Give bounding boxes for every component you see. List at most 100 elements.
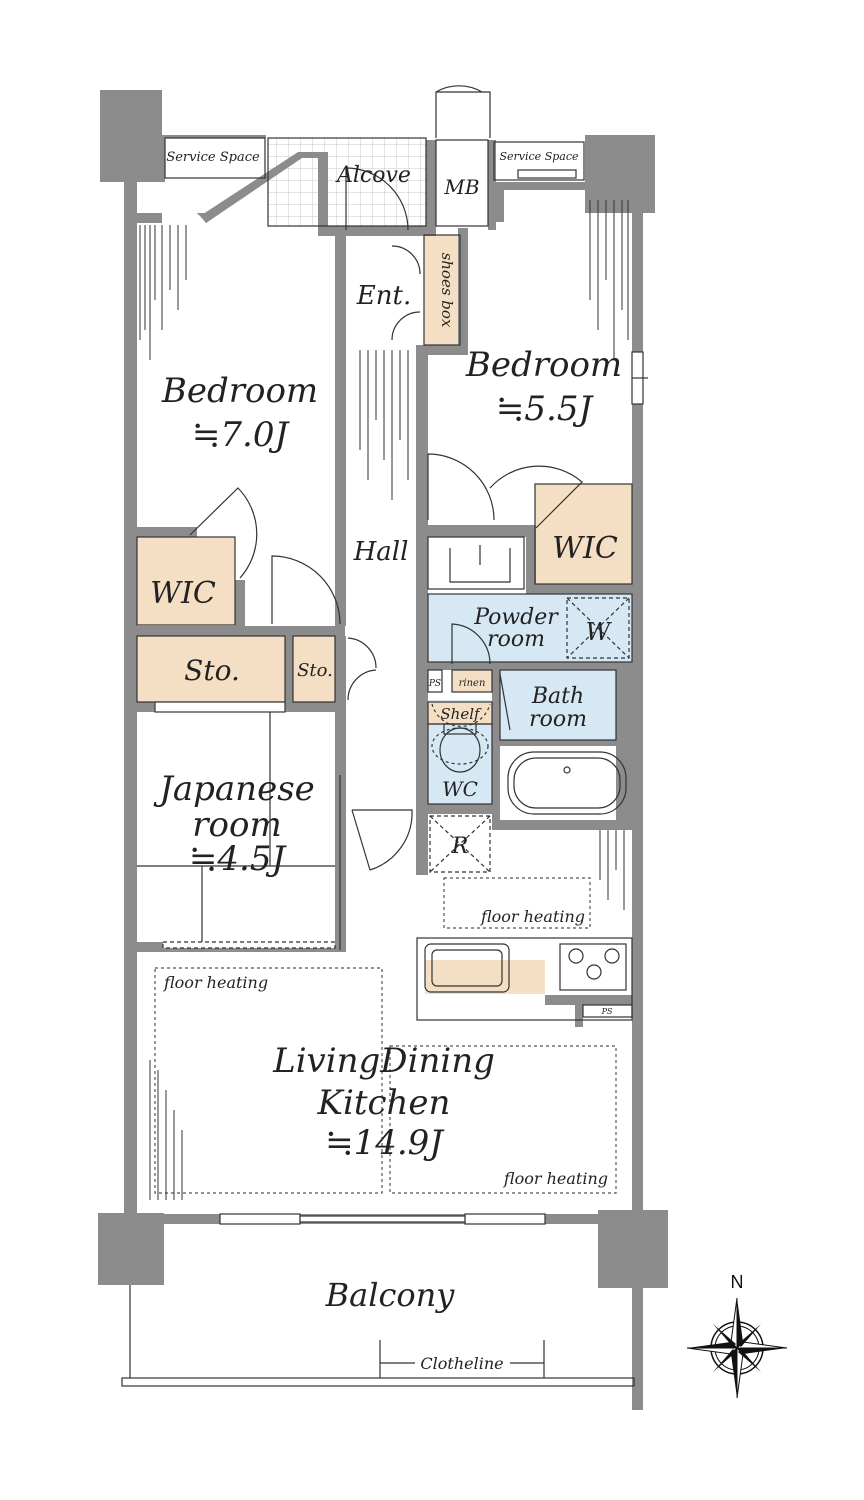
wall-right-top (496, 182, 586, 190)
balcony-rail (121, 1377, 635, 1387)
floor-heating-right-label: floor heating (503, 1169, 608, 1188)
service-space-left-label: Service Space (166, 150, 260, 165)
pillar-bottom-left (98, 1213, 164, 1285)
north-compass: N (686, 1272, 788, 1399)
shoes-box-fill (424, 235, 460, 345)
wall-powder-bottom (428, 662, 632, 670)
wall-wic-top (137, 527, 197, 537)
angled-walls (162, 135, 318, 223)
wall-right (632, 210, 643, 1213)
floor-heating-left-label: floor heating (163, 973, 268, 992)
floor-heating-kitchen-box (443, 877, 591, 929)
outline-lines (121, 137, 648, 1387)
bedroom-right-label: Bedroom (465, 345, 622, 385)
rinen-label: rinen (459, 678, 486, 689)
clotheline-label: Clotheline (420, 1354, 503, 1373)
washer-label: W (586, 618, 613, 646)
ldk-label-1: LivingDining (272, 1041, 495, 1081)
wall-left (124, 180, 137, 1216)
balcony-label: Balcony (325, 1276, 456, 1314)
compass-rose-icon (686, 1297, 788, 1399)
alcove-label: Alcove (335, 163, 411, 188)
shoes-box-label: shoes box (438, 253, 456, 328)
floor-heating-kitchen-label: floor heating (480, 907, 585, 926)
curtain-hatching (139, 200, 629, 1200)
wall-sto-mid (285, 636, 293, 702)
wall-hall-right-top (416, 345, 428, 525)
wall-wic-right-bottom (535, 584, 643, 594)
rinen-fill (452, 670, 492, 692)
wic-right-label: WIC (552, 531, 618, 566)
refrigerator-label: R (451, 834, 469, 859)
wall-top-bedroom-right (496, 182, 504, 222)
bedroom-left-size: ≒7.0J (192, 415, 291, 455)
wall-kitchen-right (545, 995, 632, 1005)
wall-sto-top (137, 626, 345, 636)
wall-mb (426, 140, 436, 236)
sink-counter-fill (425, 960, 545, 994)
floor-heating-right-box (389, 1045, 617, 1194)
doors (189, 85, 583, 871)
alcove-tile (268, 138, 426, 226)
pillar-bottom-right (598, 1210, 668, 1288)
ps-top-label: PS (428, 679, 441, 689)
service-space-left-box (164, 137, 266, 179)
wall-bath-divider (616, 670, 632, 828)
entrance-label: Ent. (356, 281, 411, 311)
wall-alcove-bottom (318, 226, 428, 236)
wall-entry-right (458, 228, 468, 348)
wic-right-fill (535, 484, 632, 584)
wall-right-balcony (632, 1285, 643, 1410)
bedroom-left-label: Bedroom (161, 371, 318, 411)
ldk-size: ≒14.9J (325, 1123, 445, 1163)
japanese-room-label-1: Japanese (153, 769, 315, 809)
storage-large-label: Sto. (184, 654, 240, 687)
hall-label: Hall (353, 537, 409, 567)
wall-alcove-left (318, 152, 328, 236)
wall-bath-left (492, 662, 500, 830)
bath-room-fill (500, 670, 616, 740)
wall-bath-bottom (492, 820, 642, 830)
mb-box (435, 139, 489, 227)
ldk-label-2: Kitchen (317, 1083, 451, 1123)
wall-wc-bottom (428, 804, 500, 814)
japanese-room-label-2: room (192, 805, 281, 845)
powder-room-label-2: room (487, 627, 545, 652)
wall-hall-right-mid (416, 525, 428, 875)
wall-mb-right (488, 140, 496, 230)
wic-left-fill (137, 537, 235, 625)
refrigerator-box (429, 815, 491, 873)
room-labels: Service Space Service Space Alcove MB En… (150, 150, 622, 1373)
storage-large-fill (137, 636, 285, 702)
bath-room-label-2: room (529, 707, 587, 732)
bath-room-label-1: Bath (531, 684, 584, 709)
ps-kitchen-label: PS (601, 1007, 613, 1016)
floor-heating-left-box (154, 967, 383, 1194)
powder-room-label-1: Powder (473, 605, 559, 630)
wall-bath-mid (500, 740, 632, 746)
shelf-label: Shelf (440, 705, 482, 723)
wall-wic-right-left (526, 525, 536, 594)
wall-kitchen-ps (575, 1005, 583, 1027)
wic-left-label: WIC (150, 576, 216, 611)
shelf-fill (428, 702, 492, 724)
japanese-room-size: ≒4.5J (189, 839, 288, 879)
bedroom-right-size: ≒5.5J (496, 389, 595, 429)
wall-hall-left-lower (335, 636, 346, 746)
storage-small-fill (293, 636, 335, 702)
pillar-top-right (585, 135, 655, 213)
wc-label: WC (442, 777, 478, 801)
service-space-right-box (493, 141, 585, 181)
pillar-top-left (100, 90, 162, 182)
compass-north-letter: N (731, 1272, 744, 1292)
wall-hall-left (335, 236, 346, 626)
wall-entry-bottom (416, 345, 468, 355)
mb-label: MB (443, 175, 479, 199)
service-space-right-label: Service Space (499, 150, 578, 163)
kitchen-counter (416, 937, 633, 1021)
storage-small-label: Sto. (297, 660, 333, 681)
wall-wic-right (235, 580, 245, 636)
bathtub (507, 751, 627, 815)
wall-bedroom-right-bottom (428, 525, 528, 537)
